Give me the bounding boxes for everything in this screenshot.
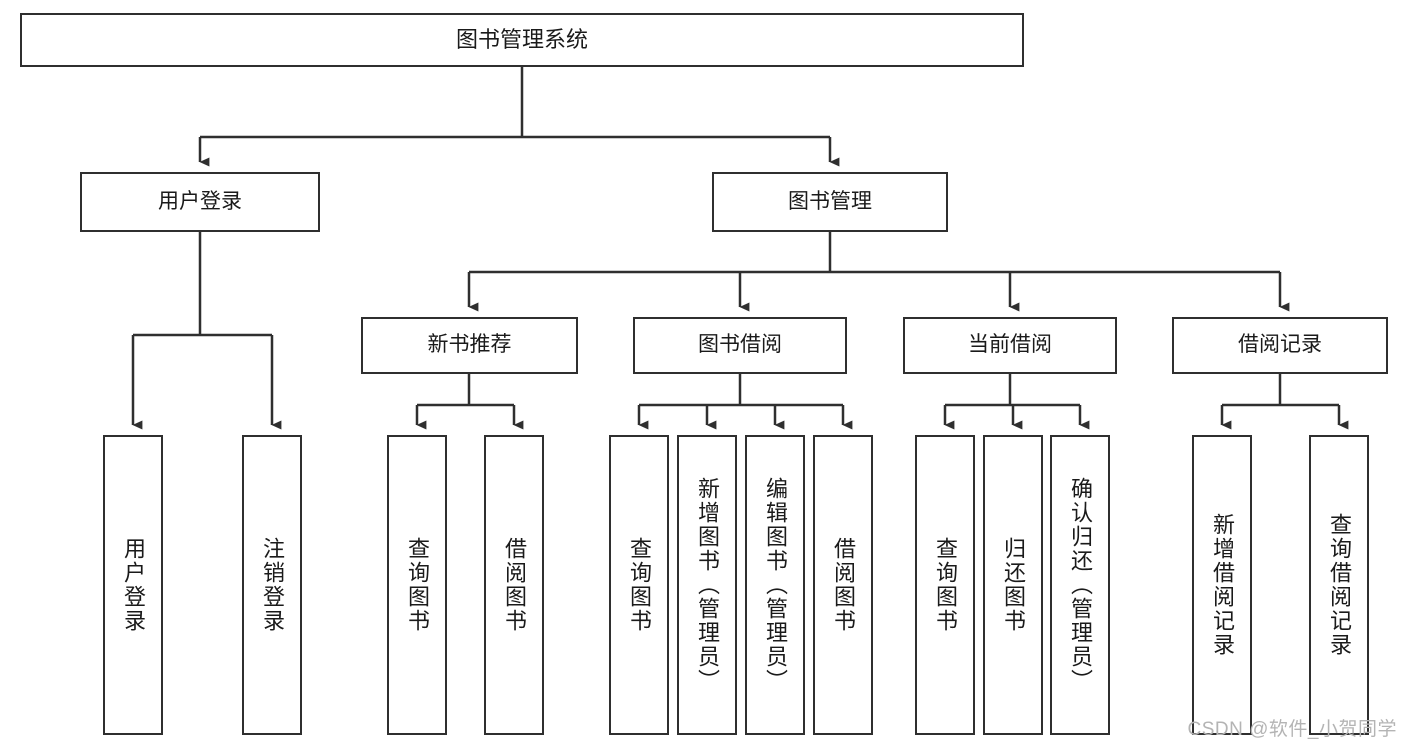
node-leaf-add-borrow-record[interactable]: 新增借阅记录 (1192, 435, 1252, 735)
node-leaf-query-book-1-label: 查询图书 (405, 537, 430, 633)
node-leaf-query-book-1[interactable]: 查询图书 (387, 435, 447, 735)
node-leaf-add-borrow-record-label: 新增借阅记录 (1210, 513, 1235, 657)
node-leaf-add-book[interactable]: 新增图书（管理员） (677, 435, 737, 735)
node-leaf-user-logout-label: 注销登录 (260, 537, 285, 633)
node-leaf-return-book-label: 归还图书 (1001, 537, 1026, 633)
node-new-book-recommendation[interactable]: 新书推荐 (361, 317, 578, 374)
watermark-text: CSDN @软件_小贺同学 (1187, 719, 1397, 740)
node-leaf-edit-book[interactable]: 编辑图书（管理员） (745, 435, 805, 735)
node-leaf-borrow-book-1[interactable]: 借阅图书 (484, 435, 544, 735)
node-leaf-query-borrow-record-label: 查询借阅记录 (1327, 513, 1352, 657)
node-leaf-borrow-book-2-label: 借阅图书 (831, 537, 856, 633)
node-leaf-return-book[interactable]: 归还图书 (983, 435, 1043, 735)
node-leaf-add-book-label: 新增图书（管理员） (695, 477, 720, 693)
node-user-login[interactable]: 用户登录 (80, 172, 320, 232)
node-current-borrow[interactable]: 当前借阅 (903, 317, 1117, 374)
node-borrow-record-label: 借阅记录 (1238, 333, 1322, 357)
node-new-book-recommendation-label: 新书推荐 (427, 333, 512, 357)
node-leaf-edit-book-label: 编辑图书（管理员） (763, 477, 788, 693)
node-leaf-confirm-return[interactable]: 确认归还（管理员） (1050, 435, 1110, 735)
node-current-borrow-label: 当前借阅 (968, 333, 1052, 357)
node-leaf-query-borrow-record[interactable]: 查询借阅记录 (1309, 435, 1369, 735)
node-leaf-borrow-book-2[interactable]: 借阅图书 (813, 435, 873, 735)
node-book-borrow[interactable]: 图书借阅 (633, 317, 847, 374)
node-leaf-user-login[interactable]: 用户登录 (103, 435, 163, 735)
node-leaf-query-book-2-label: 查询图书 (627, 537, 652, 633)
node-leaf-borrow-book-1-label: 借阅图书 (502, 537, 527, 633)
node-user-login-label: 用户登录 (158, 189, 242, 213)
node-root-label: 图书管理系统 (455, 27, 588, 53)
node-book-borrow-label: 图书借阅 (698, 333, 782, 357)
node-leaf-user-logout[interactable]: 注销登录 (242, 435, 302, 735)
node-leaf-query-book-3-label: 查询图书 (933, 537, 958, 633)
node-book-manage[interactable]: 图书管理 (712, 172, 948, 232)
node-borrow-record[interactable]: 借阅记录 (1172, 317, 1388, 374)
node-leaf-user-login-label: 用户登录 (121, 537, 146, 633)
node-leaf-confirm-return-label: 确认归还（管理员） (1068, 477, 1093, 693)
node-book-manage-label: 图书管理 (788, 189, 872, 213)
node-root[interactable]: 图书管理系统 (20, 13, 1024, 67)
node-leaf-query-book-3[interactable]: 查询图书 (915, 435, 975, 735)
node-leaf-query-book-2[interactable]: 查询图书 (609, 435, 669, 735)
